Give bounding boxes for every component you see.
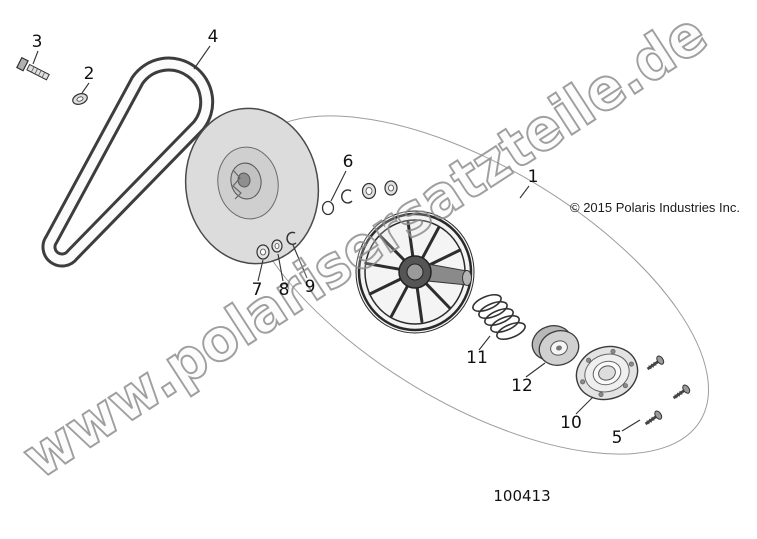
screw-head xyxy=(656,355,665,365)
drive-belt xyxy=(41,56,215,268)
clutch-cover-plate xyxy=(184,107,320,265)
spoke-line xyxy=(364,261,401,271)
leader-line-10 xyxy=(575,396,594,415)
screw-shaft xyxy=(646,359,660,371)
sheave-hub-bore xyxy=(406,263,424,281)
retaining-ring-9 xyxy=(286,231,297,246)
sheave-rim xyxy=(357,212,473,332)
screw-head xyxy=(654,410,663,420)
screw-thread xyxy=(653,361,657,366)
spoke-line xyxy=(423,281,452,310)
copyright-notice: © 2015 Polaris Industries Inc. xyxy=(570,200,740,215)
roller-bushing xyxy=(531,325,580,366)
bolt-thread xyxy=(38,70,42,76)
bolt-hole xyxy=(586,357,592,363)
washer-hole xyxy=(274,243,280,249)
screw xyxy=(644,410,663,426)
hex-bolt xyxy=(16,56,50,81)
bolt-head xyxy=(16,56,29,72)
callout-6: 6 xyxy=(343,152,354,172)
screw-thread xyxy=(650,363,655,368)
belt-inner-face xyxy=(44,59,212,265)
bolt-shaft xyxy=(26,63,50,81)
bushing-center xyxy=(556,345,562,351)
screw-head xyxy=(682,384,691,394)
spoke-line xyxy=(390,284,409,318)
watermark-text: www.polarisersatzteile.de xyxy=(11,0,719,492)
callout-7: 7 xyxy=(252,280,263,300)
washer-hole xyxy=(76,96,84,102)
spring-coil xyxy=(496,321,526,341)
screw-shaft xyxy=(672,388,686,400)
screw xyxy=(672,384,691,400)
washer-7 xyxy=(256,244,270,260)
callout-10: 10 xyxy=(560,413,582,433)
screw-thread xyxy=(679,390,683,395)
spoke-line xyxy=(421,226,440,260)
spoke-line xyxy=(378,234,407,262)
screw-thread xyxy=(648,365,652,370)
part-number: 100413 xyxy=(493,487,550,505)
spoke-line xyxy=(368,277,403,296)
screw-thread xyxy=(646,420,650,425)
small-washer xyxy=(384,180,398,196)
cover-spring-detail xyxy=(232,169,242,200)
callout-9: 9 xyxy=(305,277,316,297)
spoke-line xyxy=(427,248,462,267)
washer-hole xyxy=(388,184,394,192)
spring-coil xyxy=(490,314,520,334)
small-washer xyxy=(361,182,377,200)
bolt-thread xyxy=(41,72,46,78)
leader-line-9 xyxy=(292,244,308,279)
callout-5: 5 xyxy=(612,428,623,448)
callout-12: 12 xyxy=(511,376,533,396)
leader-line-12 xyxy=(525,362,546,378)
spoke-line xyxy=(415,286,424,323)
spoke-line xyxy=(406,221,415,258)
spring-coil xyxy=(472,293,502,313)
screw-thread xyxy=(648,418,653,423)
spring-coil xyxy=(484,307,514,327)
washer-hole xyxy=(365,187,373,195)
callout-1: 1 xyxy=(528,167,539,187)
screw xyxy=(646,355,665,371)
bolt-hole xyxy=(598,391,604,397)
callout-4: 4 xyxy=(208,27,219,47)
bolt-thread xyxy=(30,66,35,73)
bolt-hole xyxy=(580,379,586,385)
screw-thread xyxy=(676,392,681,397)
leader-line-6 xyxy=(330,170,347,202)
flanged-bearing xyxy=(575,345,639,401)
leader-line-5 xyxy=(621,419,641,432)
leader-line-11 xyxy=(478,335,491,351)
leader-line-8 xyxy=(277,253,284,282)
retaining-ring xyxy=(341,189,353,204)
leader-line-4 xyxy=(193,45,211,70)
bolt-hole xyxy=(628,361,634,367)
leader-line-1 xyxy=(519,185,530,199)
flat-washer xyxy=(72,93,88,105)
o-ring-6 xyxy=(321,200,335,216)
coil-spring xyxy=(472,293,526,341)
bolt-hole xyxy=(622,383,628,389)
clutch-sheave xyxy=(355,210,475,334)
leader-line-7 xyxy=(257,259,264,282)
bearing-bore xyxy=(598,365,616,381)
callout-2: 2 xyxy=(84,64,95,84)
leader-line-3 xyxy=(32,50,39,65)
bolt-hole xyxy=(610,348,616,354)
washer-8 xyxy=(271,239,283,253)
spring-coil xyxy=(478,300,508,320)
leader-line-2 xyxy=(81,82,90,94)
screw-shaft xyxy=(644,414,658,426)
screw-thread xyxy=(651,416,655,421)
washer-hole xyxy=(260,248,266,256)
sheave-shaft-end xyxy=(462,270,472,286)
bolt-thread xyxy=(34,68,38,75)
screw-thread xyxy=(674,394,678,399)
callout-8: 8 xyxy=(279,280,290,300)
callout-11: 11 xyxy=(466,348,488,368)
callout-3: 3 xyxy=(32,32,43,52)
